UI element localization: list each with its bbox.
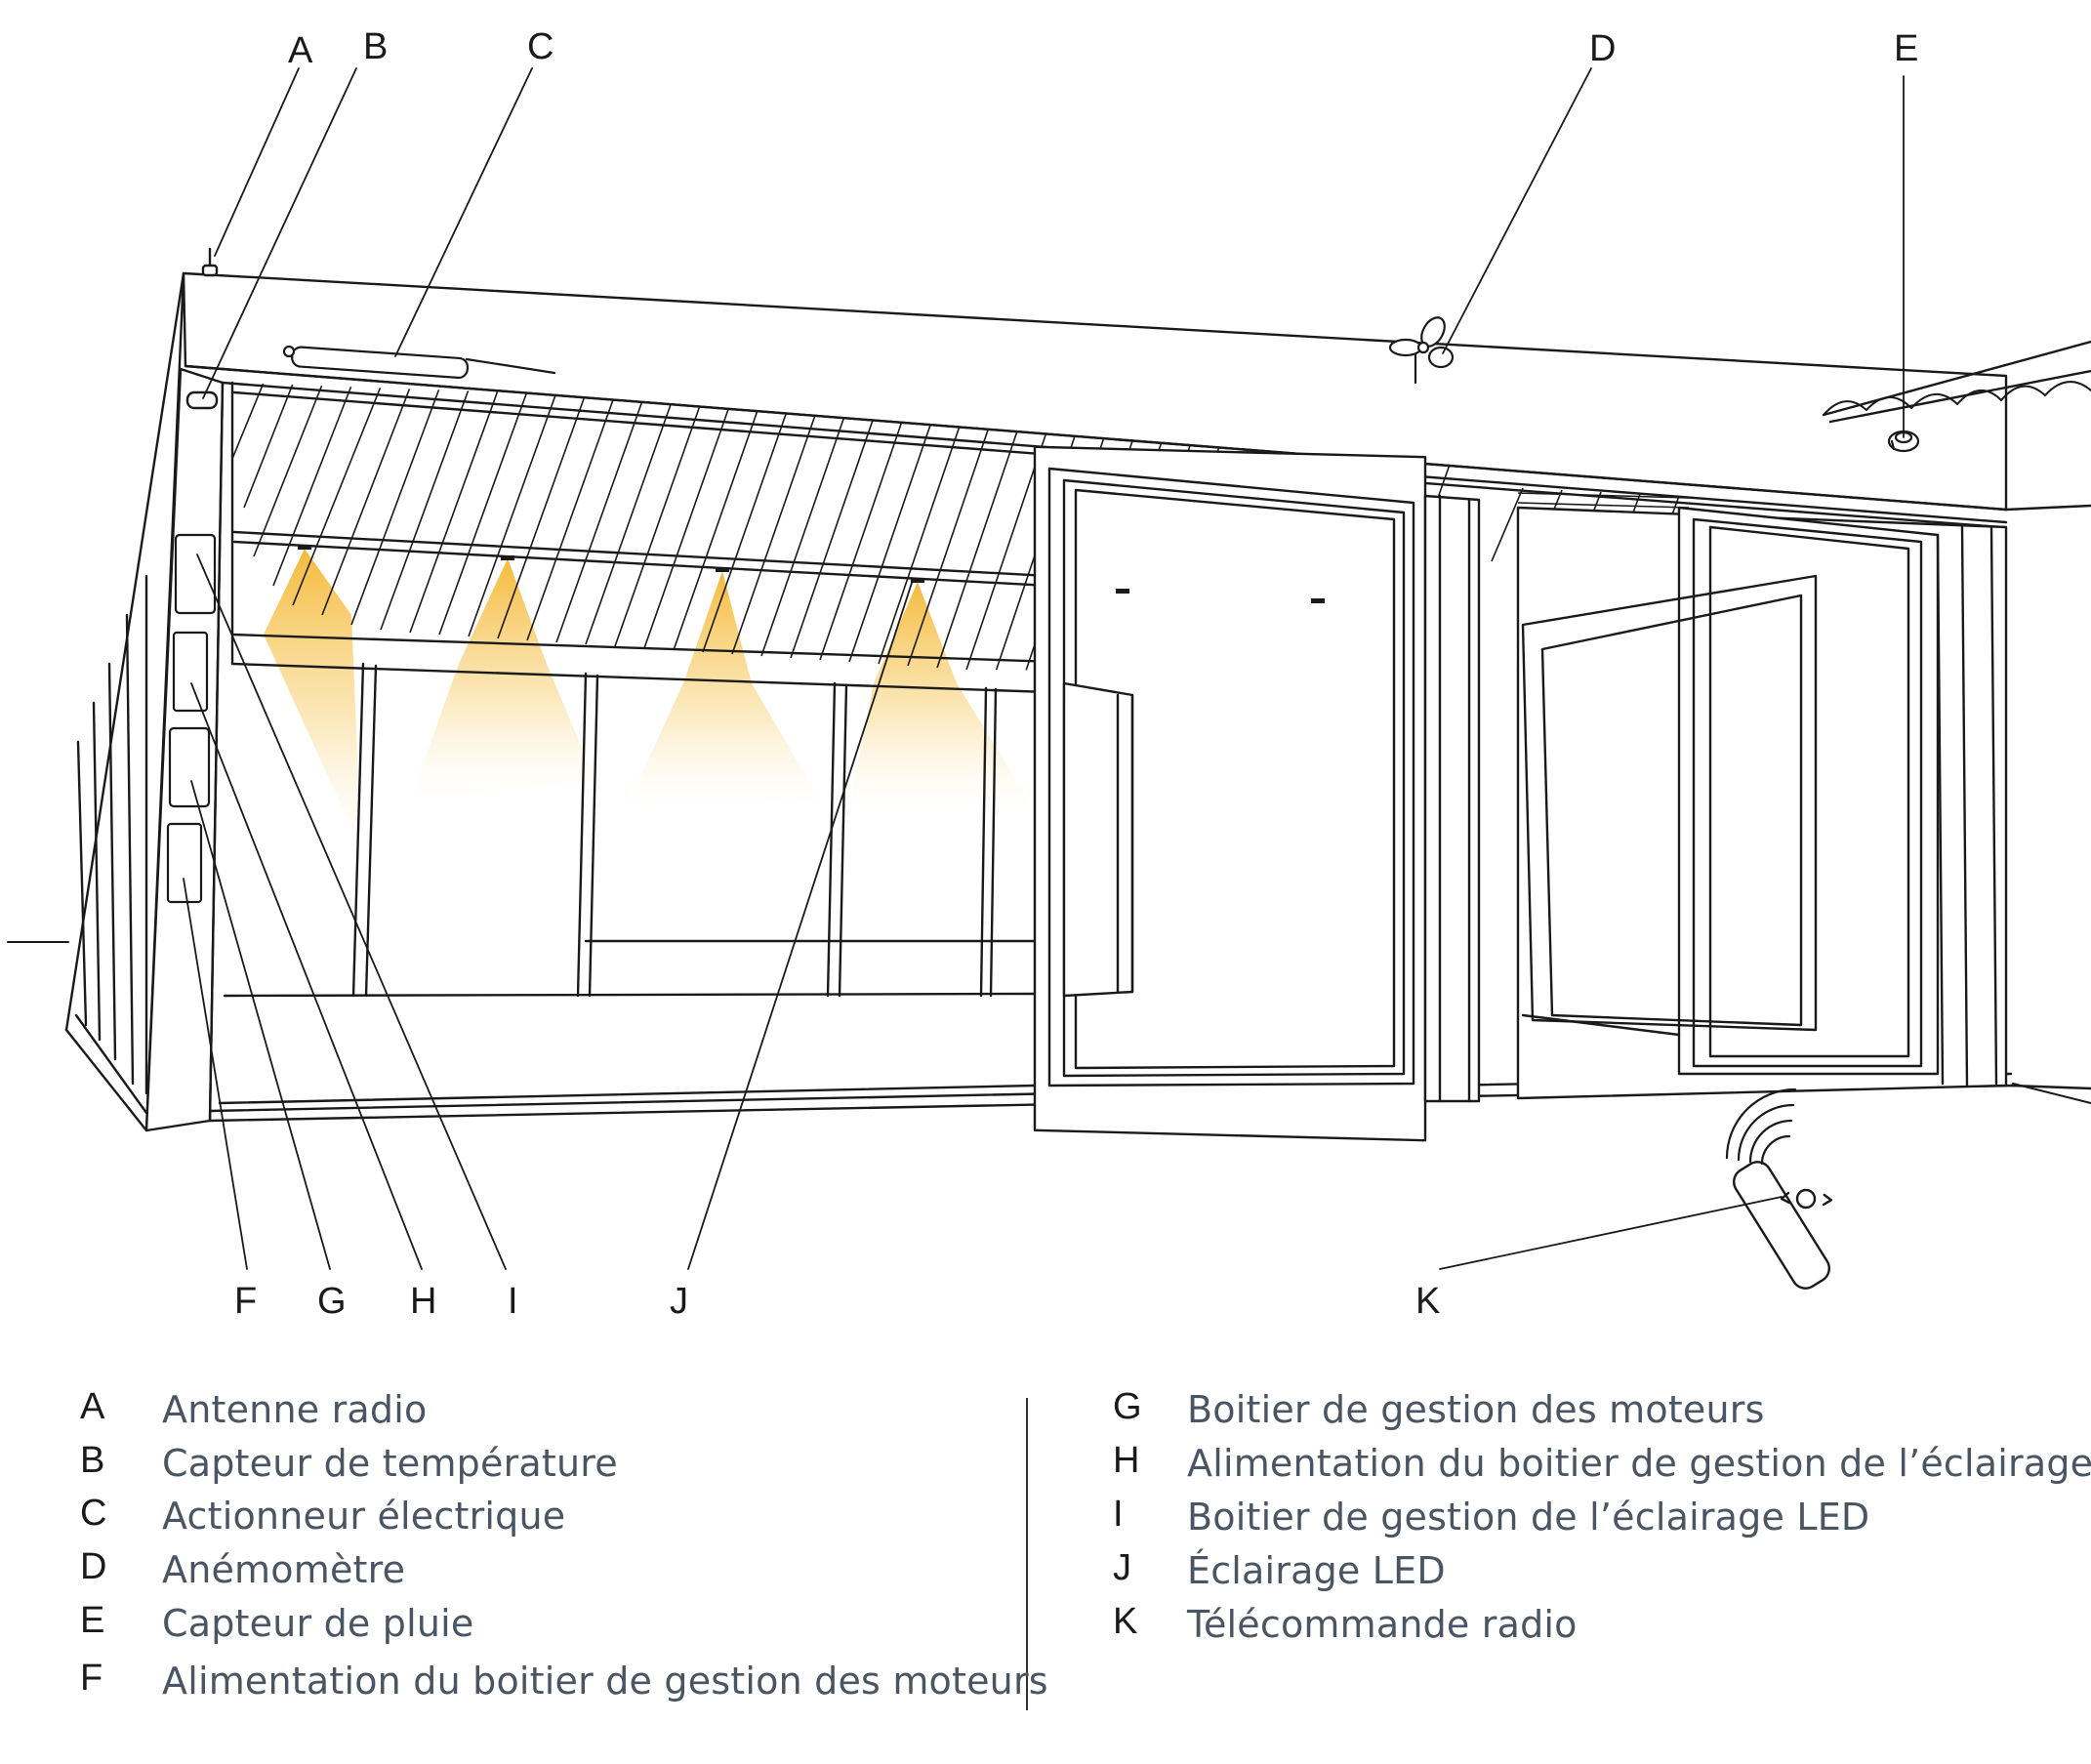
leader-line-h	[190, 682, 423, 1270]
legend-text: Actionneur électrique	[162, 1495, 566, 1538]
led-fixtures	[298, 545, 1325, 603]
lighting-control-box	[174, 533, 217, 615]
legend-text: Boitier de gestion des moteurs	[1187, 1388, 1765, 1431]
legend-letter: K	[1113, 1601, 1138, 1642]
leader-line-a	[214, 67, 300, 257]
anemometer-icon	[1388, 316, 1455, 385]
callout-g: G	[317, 1281, 347, 1322]
callout-f: F	[234, 1281, 257, 1322]
leader-line-j	[687, 579, 914, 1270]
antenna-icon	[201, 247, 219, 277]
legend-letter: F	[80, 1658, 103, 1699]
lighting-power-supply	[172, 631, 209, 713]
legend-text: Alimentation du boitier de gestion des m…	[162, 1660, 1048, 1702]
remote-control-icon	[1733, 1161, 1833, 1290]
legend-text: Télécommande radio	[1187, 1603, 1578, 1646]
legend-text: Alimentation du boitier de gestion de l’…	[1187, 1442, 2091, 1485]
legend-letter: H	[1113, 1440, 1140, 1481]
legend-letter: B	[80, 1440, 105, 1481]
leader-lines	[183, 67, 1905, 1270]
legend-divider	[1026, 1398, 1028, 1710]
callout-b: B	[363, 26, 388, 67]
callout-c: C	[527, 26, 554, 67]
callout-a: A	[288, 30, 313, 71]
leader-line-b	[202, 67, 357, 399]
legend-text: Boitier de gestion de l’éclairage LED	[1187, 1496, 1870, 1538]
callout-labels: A B C D E F G H I J K	[234, 26, 1918, 1322]
legend-text: Capteur de température	[162, 1442, 618, 1485]
radio-waves-icon	[1725, 1087, 1797, 1166]
legend-letter: G	[1113, 1386, 1142, 1427]
callout-h: H	[410, 1281, 436, 1322]
temperature-sensor-icon	[185, 390, 219, 410]
legend-letter: A	[80, 1386, 105, 1427]
legend-text: Antenne radio	[162, 1388, 428, 1431]
legend-text: Capteur de pluie	[162, 1602, 474, 1645]
legend-letter: J	[1113, 1547, 1131, 1588]
callout-e: E	[1894, 28, 1918, 69]
callout-d: D	[1589, 28, 1616, 69]
legend-letter: C	[80, 1493, 107, 1534]
callout-i: I	[508, 1281, 518, 1322]
callout-k: K	[1415, 1281, 1440, 1322]
leader-line-d	[1442, 67, 1592, 354]
leader-line-g	[190, 780, 331, 1270]
legend-text: Éclairage LED	[1187, 1549, 1446, 1592]
leader-line-f	[183, 878, 248, 1270]
pergola-frame	[64, 271, 2091, 1142]
legend-letter: D	[80, 1546, 107, 1587]
callout-j: J	[670, 1281, 688, 1322]
actuator-icon	[282, 345, 556, 380]
motor-control-box	[168, 726, 211, 808]
leader-line-c	[394, 67, 533, 357]
control-boxes	[166, 533, 217, 904]
legend-letter: E	[80, 1600, 105, 1641]
leader-line-k	[1439, 1196, 1783, 1270]
legend-text: Anémomètre	[162, 1548, 406, 1591]
motor-power-supply	[166, 822, 203, 904]
rain-sensor-icon	[1887, 430, 1920, 453]
legend-letter: I	[1113, 1494, 1124, 1535]
leader-line-i	[196, 554, 507, 1270]
